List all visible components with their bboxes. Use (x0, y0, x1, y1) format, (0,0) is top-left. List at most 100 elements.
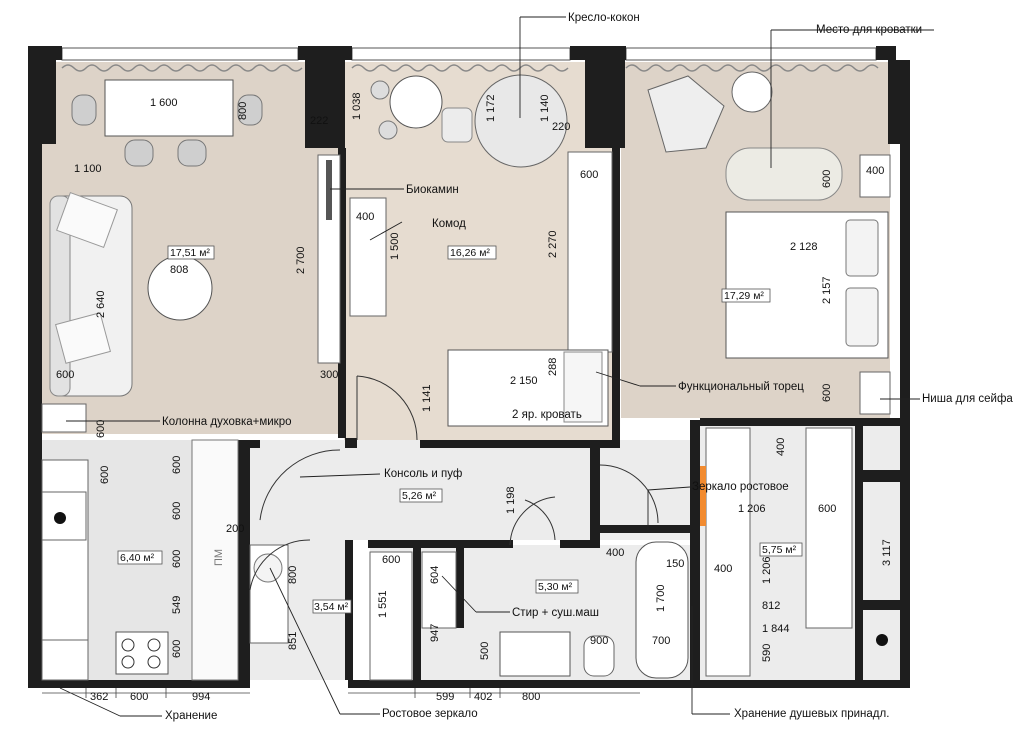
side-table (731, 71, 773, 113)
dim-label: 402 (474, 691, 492, 703)
dim-label: 947 (429, 624, 441, 642)
cooktop (115, 631, 169, 675)
biofireplace (326, 160, 332, 220)
dim-label: 1 551 (377, 590, 389, 618)
dim-label: 400 (606, 547, 624, 559)
dim-label: 600 (821, 170, 833, 188)
dim-label: 1 206 (761, 556, 773, 584)
room-areas: 17,51 м² 16,26 м² 17,29 м² 6,40 м² 5,26 … (117, 245, 803, 614)
dim-label: 2 640 (95, 290, 107, 318)
dim-label: 400 (714, 563, 732, 575)
bottom-dim-line (42, 688, 640, 698)
dim-label: 800 (237, 102, 249, 120)
pillow (845, 219, 879, 277)
dim-label: 1 206 (738, 503, 766, 515)
dim-label: 800 (287, 566, 299, 584)
area-bath: 5,30 м² (538, 581, 573, 593)
dresser (349, 197, 387, 317)
callout-mirror-hall: Ростовое зеркало (382, 708, 478, 720)
chair (237, 94, 263, 126)
oven-column (41, 403, 87, 433)
callout-armchair: Кресло-кокон (568, 12, 640, 24)
tv-unit (317, 154, 341, 364)
callout-oven-column: Колонна духовка+микро (162, 416, 292, 428)
round-table (389, 75, 443, 129)
callout-biofireplace: Биокамин (406, 184, 459, 196)
callout-washer-dryer: Стир + суш.маш (512, 607, 599, 619)
callout-crib-place: Место для кроватки (816, 24, 922, 36)
dining-table (104, 79, 234, 137)
chair (124, 139, 154, 167)
storage-unit (421, 551, 457, 629)
dim-label: 200 (226, 523, 244, 535)
bunk-ladder (563, 351, 603, 423)
dim-label: 549 (171, 596, 183, 614)
dim-label: 600 (99, 466, 111, 484)
dim-label: 1 198 (505, 486, 517, 514)
dim-label: 2 700 (295, 246, 307, 274)
dim-label: 222 (310, 115, 328, 127)
dimensions: 1 600 1 100 808 600 300 222 220 400 600 … (56, 97, 884, 703)
armchair-cocoon (474, 74, 568, 168)
dim-label: 600 (171, 640, 183, 658)
dim-label: 600 (818, 503, 836, 515)
dim-label: 600 (171, 502, 183, 520)
dim-label: 300 (320, 369, 338, 381)
dim-label: 600 (580, 169, 598, 181)
wardrobe-kids (567, 151, 613, 353)
chair (370, 80, 390, 100)
callout-safe-niche: Ниша для сейфа (922, 393, 1013, 405)
dim-label: 2 128 (790, 241, 818, 253)
mirror (700, 466, 706, 526)
dim-label: 600 (95, 420, 107, 438)
dim-label: 362 (90, 691, 108, 703)
wardrobe-left (705, 427, 751, 677)
pillow (845, 287, 879, 347)
dim-label: 220 (552, 121, 570, 133)
desk-chair (441, 107, 473, 143)
storage-cabinet (41, 639, 89, 681)
area-bedroom: 17,29 м² (724, 290, 764, 302)
storage-unit (369, 551, 413, 681)
area-living: 17,51 м² (170, 247, 210, 259)
dim-label: 600 (171, 550, 183, 568)
bedroom-furniture (647, 71, 891, 415)
callout-functional-end: Функциональный торец (678, 381, 804, 393)
area-wardrobe: 5,75 м² (762, 544, 797, 556)
kitchen-furniture (41, 439, 239, 681)
dim-label: 1 038 (351, 92, 363, 120)
dim-label: 600 (56, 369, 74, 381)
area-hall: 5,26 м² (402, 490, 437, 502)
drain (54, 512, 66, 524)
callouts: Кресло-кокон Место для кроватки Биокамин… (162, 12, 1013, 722)
callout-bunk-bed: 2 яр. кровать (512, 409, 582, 421)
dim-label: 590 (761, 644, 773, 662)
bathtub (635, 541, 689, 679)
washbasin (499, 631, 571, 677)
doors (249, 375, 659, 591)
dim-label: 2 157 (821, 276, 833, 304)
pouf (253, 553, 283, 583)
dim-label: 1 141 (421, 384, 433, 412)
toilet (583, 635, 615, 677)
callout-mirror-bath: Зеркало ростовое (692, 481, 789, 493)
pillow (56, 192, 118, 248)
wardrobe-right (805, 427, 853, 629)
dim-label: 400 (356, 211, 374, 223)
dim-label: 400 (866, 165, 884, 177)
dim-label: 900 (590, 635, 608, 647)
drain (876, 634, 888, 646)
curtain (625, 64, 879, 72)
dim-label: 600 (130, 691, 148, 703)
dim-label: 700 (652, 635, 670, 647)
hall-floor (250, 440, 700, 540)
leader-lines (59, 16, 934, 717)
dim-label: 150 (666, 558, 684, 570)
dim-label: 400 (775, 438, 787, 456)
area-kitchen: 6,40 м² (120, 552, 155, 564)
dim-label: 851 (287, 632, 299, 650)
area-entry: 3,54 м² (314, 601, 349, 613)
dim-label: 604 (429, 566, 441, 584)
dim-label: 2 270 (547, 230, 559, 258)
